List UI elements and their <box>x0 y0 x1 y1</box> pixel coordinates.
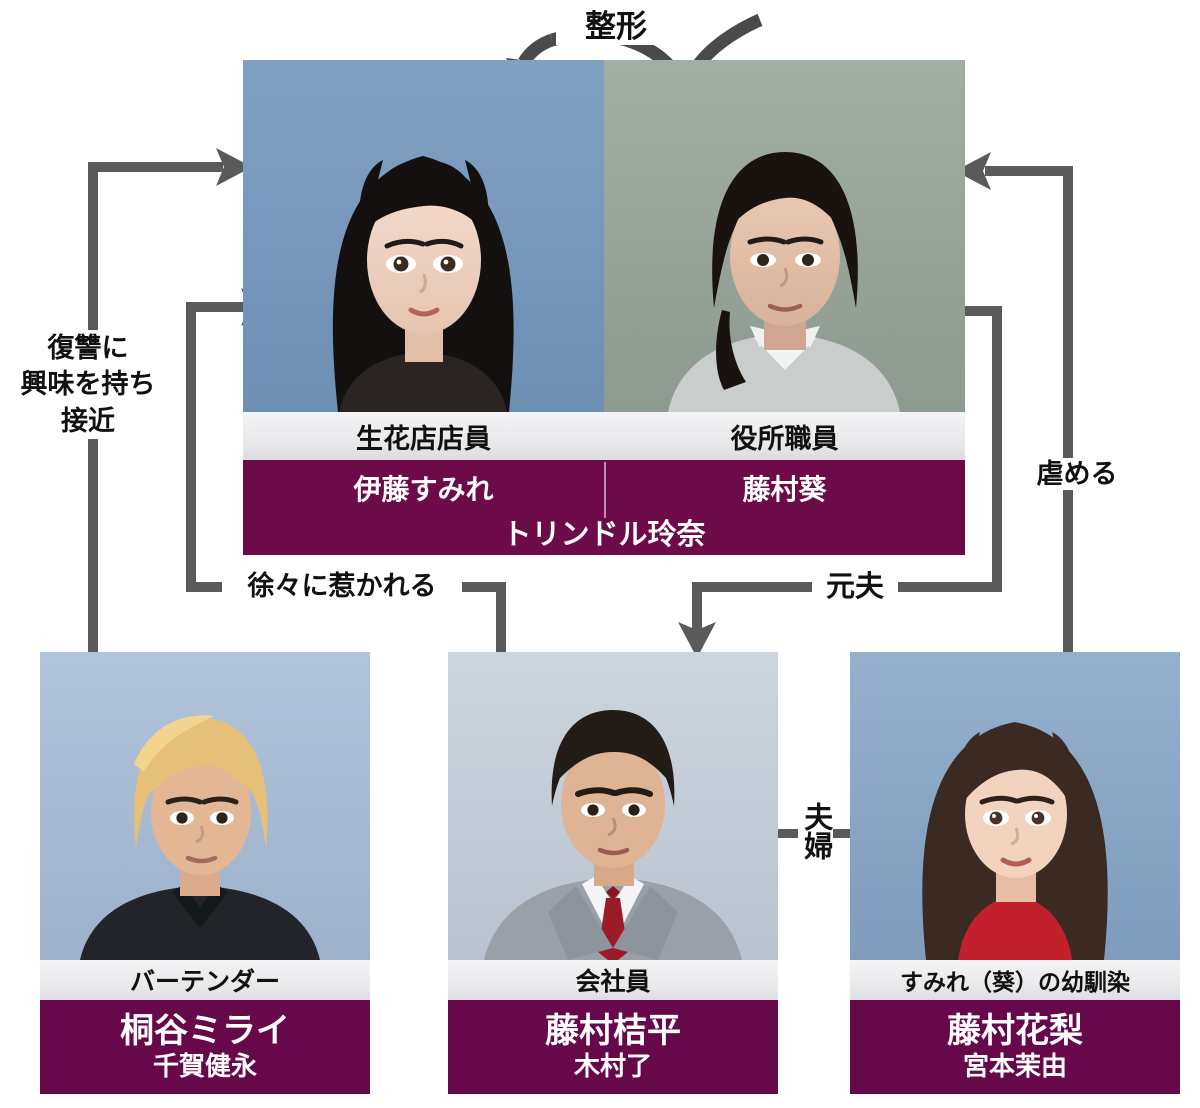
connector-motootto-vertical-right <box>992 306 1002 592</box>
relation-label-motootto: 元夫 <box>812 570 898 605</box>
character-name-fujimura-karin: 藤村花梨 <box>947 1012 1083 1051</box>
role-label-kiritani-mirai: バーテンダー <box>40 960 370 1000</box>
photo-kiritani-mirai[interactable] <box>40 652 370 960</box>
card-kiritani-mirai[interactable]: バーテンダー 桐谷ミライ 千賀健永 <box>40 652 370 1094</box>
name-bar-divider <box>604 462 606 518</box>
connector-motootto-horizontal-top <box>962 306 1002 316</box>
portrait-fujimura-kippei <box>448 652 778 960</box>
card-fujimura-karin[interactable]: すみれ（葵）の幼馴染 藤村花梨 宮本茉由 <box>850 652 1180 1094</box>
role-label-fujimura-aoi: 役所職員 <box>604 412 965 460</box>
character-name-ito-sumire: 伊藤すみれ <box>353 474 494 505</box>
character-name-fujimura-kippei: 藤村桔平 <box>545 1012 681 1051</box>
connector-jojoni-horizontal-top <box>186 302 248 312</box>
actor-name-kimura-ryo: 木村了 <box>573 1050 652 1081</box>
portrait-kiritani-mirai <box>40 652 370 960</box>
role-label-fujimura-kippei: 会社員 <box>448 960 778 1000</box>
actor-name-miyamoto-mayu: 宮本茉由 <box>962 1050 1067 1081</box>
connector-jojoni-vertical-right <box>496 582 506 657</box>
character-name-kiritani-mirai: 桐谷ミライ <box>120 1012 290 1051</box>
connector-fukushu-horizontal <box>88 162 223 172</box>
name-bar-fujimura-karin: 藤村花梨 宮本茉由 <box>850 1000 1180 1094</box>
connector-jojoni-vertical-left <box>186 302 196 592</box>
top-group-name-bar: 伊藤すみれ 藤村葵 トリンドル玲奈 <box>243 460 965 555</box>
portrait-fujimura-karin <box>850 652 1180 960</box>
top-character-group: 生花店店員 役所職員 伊藤すみれ 藤村葵 トリンドル玲奈 <box>243 60 965 555</box>
connector-ijimeru-horizontal <box>985 166 1073 176</box>
relation-label-jojoni: 徐々に惹かれる <box>222 570 462 603</box>
role-label-ito-sumire: 生花店店員 <box>243 412 604 460</box>
photo-fujimura-karin[interactable] <box>850 652 1180 960</box>
photo-fujimura-kippei[interactable] <box>448 652 778 960</box>
portrait-fujimura-aoi <box>604 60 965 412</box>
connector-ijimeru-vertical <box>1063 166 1073 657</box>
actor-name-trindle-reina: トリンドル玲奈 <box>502 519 706 551</box>
photo-ito-sumire[interactable] <box>243 60 604 412</box>
name-bar-kiritani-mirai: 桐谷ミライ 千賀健永 <box>40 1000 370 1094</box>
photo-fujimura-aoi[interactable] <box>604 60 965 412</box>
name-bar-fujimura-kippei: 藤村桔平 木村了 <box>448 1000 778 1094</box>
role-label-fujimura-karin: すみれ（葵）の幼馴染 <box>850 960 1180 1000</box>
relation-label-ijimeru: 虐める <box>1022 458 1132 491</box>
relation-label-fukushu: 復讐に 興味を持ち 接近 <box>13 330 163 440</box>
relation-label-seikei: 整形 <box>556 8 676 46</box>
connector-motootto-vertical-down <box>692 582 702 630</box>
portrait-ito-sumire <box>243 60 604 412</box>
actor-name-senga-kento: 千賀健永 <box>152 1050 257 1081</box>
character-name-fujimura-aoi: 藤村葵 <box>742 474 827 505</box>
card-fujimura-kippei[interactable]: 会社員 藤村桔平 木村了 <box>448 652 778 1094</box>
relation-label-fuufu: 夫婦 <box>798 798 833 864</box>
